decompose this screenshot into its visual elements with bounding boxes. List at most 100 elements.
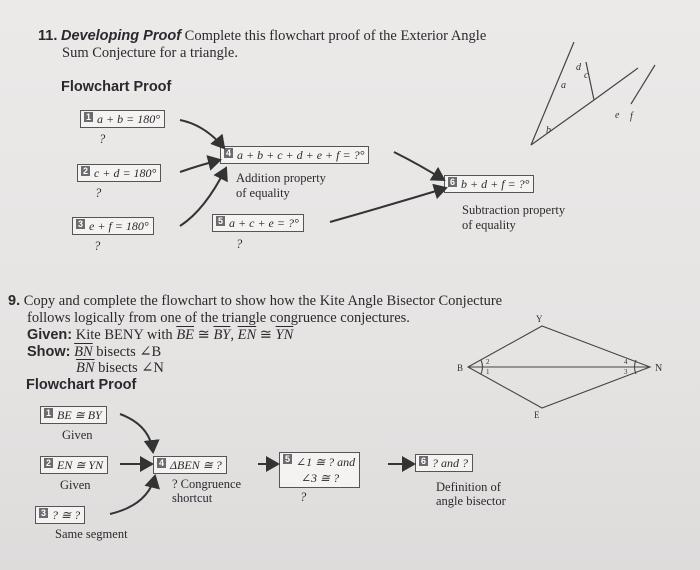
step-number: 5 (283, 454, 293, 464)
flowchart-heading: Flowchart Proof (61, 79, 172, 95)
kite-label-y: Y (536, 314, 543, 324)
problem-9-header: 9. Copy and complete the flowchart to sh… (8, 293, 568, 310)
step-expression: ΔBEN ≅ ? (170, 458, 222, 472)
triangle-label-d: d (576, 62, 582, 73)
given-segment: BY (213, 327, 231, 343)
kite-angle-3: 3 (624, 368, 628, 376)
given-separator: , (230, 327, 238, 343)
step-expression-line2: ∠3 ≅ ? (301, 471, 340, 485)
p9-step-2-reason: Given (60, 478, 91, 492)
step-expression: e + f = 180° (89, 219, 149, 233)
kite-angle-4: 4 (624, 358, 628, 366)
p11-step-2-reason: ? (95, 186, 102, 200)
step-number: 3 (39, 508, 49, 518)
step-number: 4 (157, 458, 167, 468)
step-number: 6 (419, 456, 429, 466)
given-segment: BE (176, 327, 195, 343)
step-number: 1 (44, 408, 54, 418)
triangle-label-a: a (561, 80, 566, 91)
step-number: 5 (216, 216, 226, 226)
p11-step-4-reason-line2: of equality (236, 186, 290, 200)
triangle-side-right (585, 61, 595, 101)
step-expression: BE ≅ BY (57, 408, 102, 422)
show-text: bisects ∠B (92, 344, 162, 360)
show-line-2: BN bisects ∠N (76, 360, 164, 377)
triangle-label-b: b (546, 125, 551, 136)
problem-11-intro-line2: Sum Conjecture for a triangle. (62, 45, 238, 61)
p9-step-6-reason: Definition of (436, 480, 501, 494)
step-expression: ? ≅ ? (52, 508, 81, 522)
step-number: 1 (84, 112, 94, 122)
triangle-side-bottom (530, 99, 595, 146)
kite-angle-1: 1 (486, 368, 490, 376)
step-expression: a + b = 180° (97, 112, 161, 126)
kite-label-b: B (457, 363, 463, 373)
p9-step-3-box: 3? ≅ ? (35, 506, 86, 524)
problem-9-intro-line2: follows logically from one of the triang… (27, 310, 410, 326)
given-congruent: ≅ (194, 327, 214, 343)
show-line: Show: BN bisects ∠B (27, 344, 161, 361)
p9-step-5-box: 5∠1 ≅ ? and ∠3 ≅ ? (279, 452, 361, 488)
triangle-extension (593, 67, 639, 101)
p11-step-3-reason: ? (94, 239, 101, 253)
step-number: 4 (224, 148, 234, 158)
triangle-label-f: f (630, 111, 634, 122)
step-expression: ∠1 ≅ ? and (296, 455, 356, 469)
step-number: 2 (81, 166, 91, 176)
show-text: bisects ∠N (94, 360, 164, 376)
p9-step-6-reason-line2: angle bisector (436, 494, 506, 508)
p9-step-5-reason: ? (300, 490, 307, 504)
problem-intro: Copy and complete the flowchart to show … (23, 293, 503, 309)
step-expression: c + d = 180° (94, 166, 157, 180)
triangle-label-c: c (584, 70, 589, 81)
kite-angle-2: 2 (486, 358, 490, 366)
p9-step-6-box: 6? and ? (415, 454, 474, 472)
kite-figure (466, 325, 652, 409)
step-number: 2 (44, 458, 54, 468)
flowchart-heading: Flowchart Proof (26, 377, 137, 393)
kite-label-e: E (534, 410, 540, 420)
show-segment: BN (76, 360, 95, 376)
triangle-side-left (530, 41, 575, 146)
step-expression: a + b + c + d + e + f = ?° (237, 148, 365, 162)
problem-title: Developing Proof (60, 28, 182, 44)
arrow-4-to-6 (393, 151, 446, 182)
arrow-5-to-6 (329, 183, 448, 223)
triangle-extension-2 (630, 64, 656, 105)
p11-step-1-reason: ? (99, 132, 106, 146)
arrow-p9-1-to-4 (119, 413, 160, 454)
arrow-2-to-4 (179, 155, 222, 173)
arrow-3-to-4 (179, 166, 228, 227)
show-segment: BN (74, 344, 93, 360)
step-expression: ? and ? (432, 456, 469, 470)
p11-step-6-reason: Subtraction property (462, 203, 566, 217)
p9-flow-arrows (109, 413, 416, 515)
triangle-label-e: e (615, 110, 620, 121)
given-congruent: ≅ (256, 327, 276, 343)
p9-step-1-reason: Given (62, 428, 93, 442)
step-expression: a + c + e = ?° (229, 216, 299, 230)
p11-step-4-reason: Addition property (236, 171, 326, 185)
arrow-1-to-4 (179, 119, 226, 150)
p11-flow-arrows (179, 119, 448, 227)
problem-11-header: 11. Developing Proof Complete this flowc… (38, 28, 508, 45)
problem-intro: Complete this flowchart proof of the Ext… (184, 28, 487, 44)
p9-step-4-reason-line2: shortcut (172, 491, 213, 505)
given-segment: YN (275, 327, 294, 343)
given-line: Given: Kite BENY with BE ≅ BY, EN ≅ YN (27, 327, 293, 344)
kite-label-n: N (655, 363, 662, 374)
p9-step-4-reason: ? Congruence (172, 477, 242, 491)
given-label: Given: (27, 327, 73, 343)
p9-step-3-reason: Same segment (55, 527, 128, 541)
exterior-angle-triangle (530, 41, 656, 146)
